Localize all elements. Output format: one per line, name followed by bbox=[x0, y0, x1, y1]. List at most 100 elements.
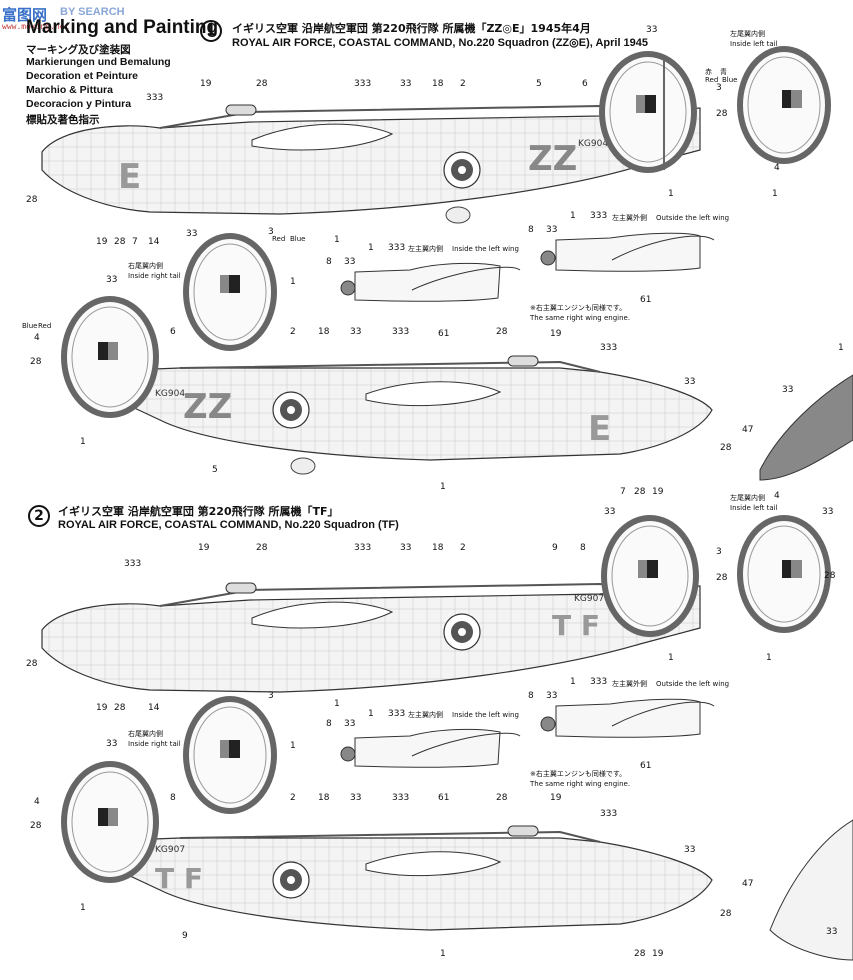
callout-47: 47 bbox=[742, 425, 754, 435]
callout2-47: 47 bbox=[742, 879, 754, 889]
scheme-2-code-right: T F bbox=[155, 862, 203, 895]
callout2-1-e: 1 bbox=[368, 709, 374, 719]
callout-28-f: 28 bbox=[496, 327, 508, 337]
callout2-333-f: 333 bbox=[600, 809, 618, 819]
nose-detail-right-edge bbox=[759, 374, 853, 961]
callout-1-d: 1 bbox=[290, 277, 296, 287]
callout-6-b: 6 bbox=[170, 327, 176, 337]
callout-5-b: 5 bbox=[212, 465, 218, 475]
watermark-logo: 富图网 bbox=[2, 6, 48, 24]
title-es: Decoracion y Pintura bbox=[26, 98, 132, 110]
callout-28-d: 28 bbox=[114, 237, 126, 247]
label-inside-right-tail-2: Inside right tail bbox=[128, 740, 181, 748]
callout2-333-d: 333 bbox=[590, 677, 608, 687]
scheme-2-inside-right-tail bbox=[183, 696, 277, 814]
callout2-28: 28 bbox=[256, 543, 268, 553]
callout2-33-c: 33 bbox=[822, 507, 834, 517]
label-red-2: Red bbox=[272, 235, 286, 243]
scheme-2-right-side-view: T F KG907 bbox=[127, 825, 713, 931]
label-left-tail-jp: 左尾翼内側 bbox=[730, 30, 765, 38]
callout2-33-f: 33 bbox=[106, 739, 118, 749]
callout2-18-b: 18 bbox=[318, 793, 330, 803]
callout2-33-d: 33 bbox=[344, 719, 356, 729]
scheme-1-letter-right: E bbox=[588, 409, 611, 449]
callout-33: 33 bbox=[400, 79, 412, 89]
scheme-1-engines bbox=[340, 232, 715, 302]
callout-61-b: 61 bbox=[438, 329, 450, 339]
scheme-1-title-jp: イギリス空軍 沿岸航空軍団 第220飛行隊 所属機「ZZ◎E」1945年4月 bbox=[232, 22, 591, 35]
callout-1-i: 1 bbox=[838, 343, 844, 353]
callout2-61: 61 bbox=[640, 761, 652, 771]
callout2-33-b: 33 bbox=[604, 507, 616, 517]
watermark-url: www.moxing.net bbox=[2, 22, 70, 31]
label-blue: Blue bbox=[722, 76, 738, 84]
callout-28-h: 28 bbox=[634, 487, 646, 497]
scheme-1-letter-left: E bbox=[118, 157, 141, 197]
scheme-2-serial-right: KG907 bbox=[155, 845, 185, 855]
label-left-wing-in-jp-2: 左主翼内側 bbox=[408, 711, 443, 719]
callout2-1-h: 1 bbox=[440, 949, 446, 959]
callout-1-b: 1 bbox=[772, 189, 778, 199]
callout-333-f: 333 bbox=[600, 343, 618, 353]
callout2-9: 9 bbox=[552, 543, 558, 553]
callout-61: 61 bbox=[640, 295, 652, 305]
callout2-333: 333 bbox=[124, 559, 142, 569]
callout-19-b: 19 bbox=[96, 237, 108, 247]
scheme-2-tail-fin-left bbox=[601, 515, 699, 637]
callout-3: 3 bbox=[716, 83, 722, 93]
label-inside-left-wing-2: Inside the left wing bbox=[452, 711, 519, 719]
callout-33-e: 33 bbox=[546, 225, 558, 235]
callout-6: 6 bbox=[582, 79, 588, 89]
callout-28-e: 28 bbox=[30, 357, 42, 367]
title-de: Markierungen und Bemalung bbox=[26, 56, 171, 68]
callout2-19-d: 19 bbox=[652, 949, 664, 959]
callout-19-d: 19 bbox=[652, 487, 664, 497]
label-left-tail-jp-2: 左尾翼内側 bbox=[730, 494, 765, 502]
label-outside-left-wing-2: Outside the left wing bbox=[656, 680, 730, 688]
callout-333-c: 333 bbox=[388, 243, 406, 253]
label-left-wing-out-jp: 左主翼外側 bbox=[612, 214, 647, 222]
scheme-1-tail-fin-left bbox=[599, 51, 697, 173]
callout2-28-g: 28 bbox=[496, 793, 508, 803]
callout2-1-g: 1 bbox=[80, 903, 86, 913]
label-blue-2: Blue bbox=[290, 235, 306, 243]
callout2-33: 33 bbox=[400, 543, 412, 553]
label-left-wing-out-jp-2: 左主翼外側 bbox=[612, 680, 647, 688]
callout-7: 7 bbox=[132, 237, 138, 247]
title-it: Marchio & Pittura bbox=[26, 84, 113, 96]
scheme-1-number: 1 bbox=[200, 20, 222, 42]
callout2-1-b: 1 bbox=[766, 653, 772, 663]
callout-7-b: 7 bbox=[620, 487, 626, 497]
callout-1-g: 1 bbox=[80, 437, 86, 447]
callout-33-c: 33 bbox=[186, 229, 198, 239]
scheme-2-code-left: T F bbox=[552, 609, 600, 642]
scheme-2-serial-left: KG907 bbox=[574, 594, 604, 604]
scheme-1-tail-fin-right bbox=[61, 296, 159, 418]
callout2-33-h: 33 bbox=[684, 845, 696, 855]
label-blue-jp: 青 bbox=[720, 68, 727, 76]
label-same-engine-jp: ※右主翼エンジンも同様です。 bbox=[530, 304, 627, 312]
label-red: Red bbox=[705, 76, 719, 84]
label-same-engine-jp-2: ※右主翼エンジンも同様です。 bbox=[530, 770, 627, 778]
callout-33-h: 33 bbox=[684, 377, 696, 387]
callout2-33-g: 33 bbox=[350, 793, 362, 803]
callout-33-i: 33 bbox=[782, 385, 794, 395]
callout-28: 28 bbox=[256, 79, 268, 89]
callout-33-b: 33 bbox=[646, 25, 658, 35]
scheme-1-right-side-view: ZZ KG904 E bbox=[127, 355, 713, 475]
callout-4-b: 4 bbox=[34, 333, 40, 343]
callout2-4: 4 bbox=[774, 491, 780, 501]
callout-33-f: 33 bbox=[106, 275, 118, 285]
callout2-333-b: 333 bbox=[354, 543, 372, 553]
callout2-28-i: 28 bbox=[634, 949, 646, 959]
scheme-1-code-left: ZZ bbox=[528, 139, 577, 179]
callout2-3: 3 bbox=[716, 547, 722, 557]
label-red-jp: 赤 bbox=[705, 68, 712, 76]
scheme-1-serial-left: KG904 bbox=[578, 139, 608, 149]
callout2-2-b: 2 bbox=[290, 793, 296, 803]
scheme-2-engines bbox=[340, 698, 715, 768]
callout2-28-d: 28 bbox=[26, 659, 38, 669]
callout-1-c: 1 bbox=[334, 235, 340, 245]
